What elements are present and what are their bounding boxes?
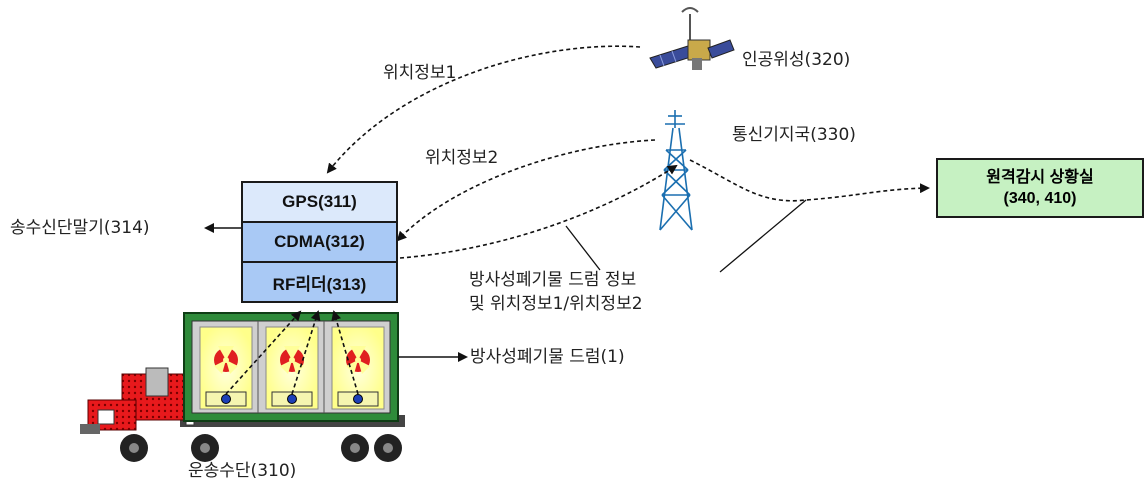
drum-label: 방사성폐기물 드럼(1) [470,347,625,367]
remote-monitoring-room: 원격감시 상황실 (340, 410) [936,158,1144,218]
satellite-icon [649,7,735,70]
cdma-module: CDMA(312) [241,221,398,263]
rf-tag-link [225,310,302,395]
location-info-2-link [396,139,656,242]
location-info-2-label: 위치정보2 [425,148,499,168]
transmitted-info-label-line2: 및 위치정보1/위치정보2 [469,294,643,314]
terminal-label: 송수신단말기(314) [10,218,150,238]
vehicle-label: 운송수단(310) [188,461,297,481]
gps-module: GPS(311) [241,181,398,223]
cdma-to-tower-link [399,164,678,259]
rf-tag-link [291,310,321,395]
transmitted-info-label-line1: 방사성폐기물 드럼 정보 [469,270,637,290]
info-leader-line [565,225,601,271]
radioactive-drum [265,326,319,410]
transceiver-terminal: GPS(311) CDMA(312) RF리더(313) [241,181,398,303]
info-leader-line-2 [719,199,807,273]
satellite-label: 인공위성(320) [742,50,851,70]
location-info-1-link [326,45,641,174]
base-station-label: 통신기지국(330) [732,125,856,145]
tower-to-control-room-link [689,159,930,202]
location-info-1-label: 위치정보1 [383,63,457,83]
control-room-refs: (340, 410) [1003,190,1077,207]
base-station-tower-icon [659,110,693,231]
radioactive-drum [199,326,253,410]
radioactive-drum [331,326,385,410]
control-room-name: 원격감시 상황실 [986,169,1094,186]
rf-reader-module: RF리더(313) [241,261,398,303]
rf-tag-link [331,310,359,395]
